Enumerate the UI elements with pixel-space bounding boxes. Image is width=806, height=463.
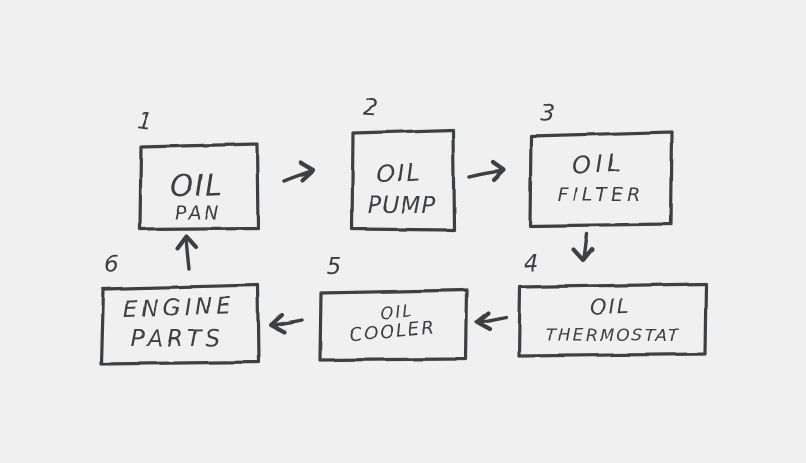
node-label-line1: OIL <box>170 168 223 205</box>
arrow-engine-parts-to-pan <box>174 233 199 271</box>
arrow-thermostat-to-cooler <box>474 310 508 332</box>
arrow-pump-to-filter <box>467 159 507 183</box>
node-number: 2 <box>362 95 378 122</box>
node-oil-pump: 2 OIL PUMP <box>350 95 456 232</box>
node-label-line2: FILTER <box>558 184 645 206</box>
arrow-head <box>490 159 507 183</box>
node-number: 1 <box>136 108 154 136</box>
node-number: 4 <box>524 251 539 277</box>
node-number: 3 <box>541 101 556 127</box>
arrow-cooler-to-engine-parts <box>268 312 304 335</box>
arrow-shaft <box>467 169 504 179</box>
arrow-shaft <box>184 237 191 271</box>
arrow-head <box>571 246 595 263</box>
node-label-line1: OIL <box>590 294 631 319</box>
node-box <box>138 142 260 231</box>
node-label-line2: THERMOSTAT <box>546 326 680 346</box>
arrow-filter-to-thermostat <box>571 232 595 263</box>
arrow-head <box>174 233 199 251</box>
node-oil-thermostat: 4 OIL THERMOSTAT <box>517 251 708 358</box>
node-box <box>99 283 261 366</box>
node-label-line1: ENGINE <box>122 293 235 323</box>
node-label-line1: OIL <box>379 301 414 324</box>
node-number: 6 <box>105 252 120 278</box>
node-label-line2: PAN <box>175 202 222 224</box>
node-oil-filter: 3 OIL FILTER <box>528 101 674 228</box>
node-box <box>517 282 708 358</box>
node-label-line1: OIL <box>571 149 626 179</box>
node-number: 5 <box>327 254 342 280</box>
node-oil-pan: 1 OIL PAN <box>136 108 260 231</box>
node-label-line2: PARTS <box>130 326 223 352</box>
node-oil-cooler: 5 OIL COOLER <box>318 254 469 362</box>
arrow-shaft <box>271 318 304 327</box>
node-box <box>350 128 456 232</box>
node-label-line2: COOLER <box>348 317 436 345</box>
node-label-line2: PUMP <box>368 193 436 219</box>
arrow-head <box>474 310 493 332</box>
node-label-line1: OIL <box>375 158 422 188</box>
arrow-shaft <box>477 315 508 324</box>
node-engine-parts: 6 ENGINE PARTS <box>99 252 261 366</box>
node-box <box>318 288 469 362</box>
arrow-head <box>268 312 287 335</box>
node-box <box>528 130 674 228</box>
arrow-pan-to-pump <box>282 160 316 183</box>
arrow-head <box>298 160 316 183</box>
